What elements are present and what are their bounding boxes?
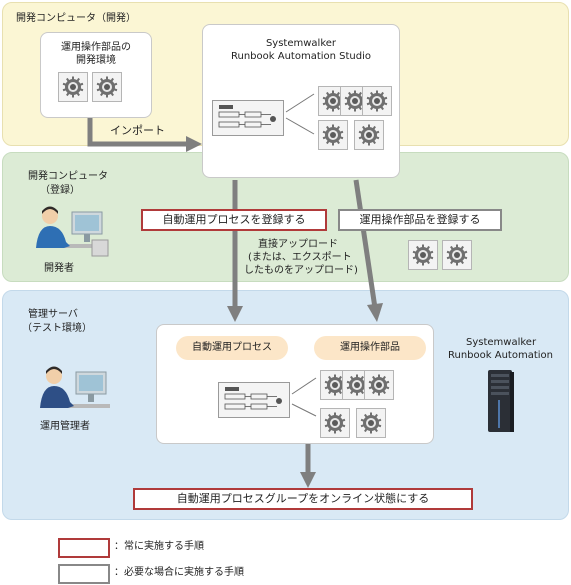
import-arrow-head — [186, 136, 202, 152]
dev-environment-subtitle: 開発環境 — [76, 55, 116, 66]
developer-illustration — [36, 206, 109, 257]
gear-icon — [318, 86, 348, 116]
gear-icon — [318, 120, 348, 150]
product-name-line2: Runbook Automation — [448, 350, 553, 361]
gear-icon — [364, 370, 394, 400]
server-flow-thumbnail — [218, 382, 290, 418]
dev-environment-title: 運用操作部品の — [61, 42, 131, 53]
direct-upload-alt-label: (または、エクスポート — [248, 252, 352, 263]
dev-computer-label: 開発コンピュータ（開発） — [16, 13, 136, 24]
legend-when-needed-label: ：必要な場合に実施する手順 — [114, 567, 244, 578]
legend-always-label: ：常に実施する手順 — [114, 541, 204, 552]
parts-upload-arrow-head — [367, 303, 383, 322]
management-server-sublabel: （テスト環境） — [22, 323, 92, 334]
parts-pill: 運用操作部品 — [314, 336, 426, 360]
gear-icon — [442, 240, 472, 270]
online-step: 自動運用プロセスグループをオンライン状態にする — [133, 488, 473, 510]
registration-computer-label: 開発コンピュータ — [28, 171, 108, 182]
legend-always-swatch — [58, 538, 110, 558]
online-arrow-head — [300, 472, 316, 488]
import-arrow-line — [87, 118, 188, 147]
server-rack-icon — [488, 370, 514, 432]
parts-upload-arrow-line — [353, 179, 378, 309]
gear-icon — [92, 72, 122, 102]
developer-label: 開発者 — [44, 263, 74, 274]
gear-icon — [362, 86, 392, 116]
import-label: インポート — [110, 124, 165, 137]
studio-fan-line-top — [285, 93, 315, 113]
operator-label: 運用管理者 — [40, 421, 90, 432]
direct-upload-label: 直接アップロード — [258, 239, 338, 250]
process-upload-arrow-head — [227, 306, 243, 322]
process-pill: 自動運用プロセス — [176, 336, 288, 360]
direct-upload-alt-label-2: したものをアップロード) — [244, 265, 358, 276]
register-process-step: 自動運用プロセスを登録する — [141, 209, 327, 231]
gear-icon — [356, 408, 386, 438]
studio-title: Systemwalker — [265, 38, 337, 49]
gear-icon — [408, 240, 438, 270]
studio-fan-line-bottom — [285, 117, 315, 135]
legend-when-needed-swatch — [58, 564, 110, 584]
gear-icon — [58, 72, 88, 102]
server-fan-line-top — [291, 377, 317, 395]
operator-illustration — [40, 366, 110, 408]
management-server-label: 管理サーバ — [28, 309, 78, 320]
registration-computer-sublabel: （登録） — [40, 185, 80, 196]
gear-icon — [320, 408, 350, 438]
product-name-line1: Systemwalker — [466, 337, 537, 348]
studio-flow-thumbnail — [212, 100, 284, 136]
gear-icon — [354, 120, 384, 150]
server-fan-line-bottom — [291, 403, 317, 417]
register-parts-step: 運用操作部品を登録する — [338, 209, 502, 231]
studio-subtitle: Runbook Automation Studio — [231, 51, 371, 62]
